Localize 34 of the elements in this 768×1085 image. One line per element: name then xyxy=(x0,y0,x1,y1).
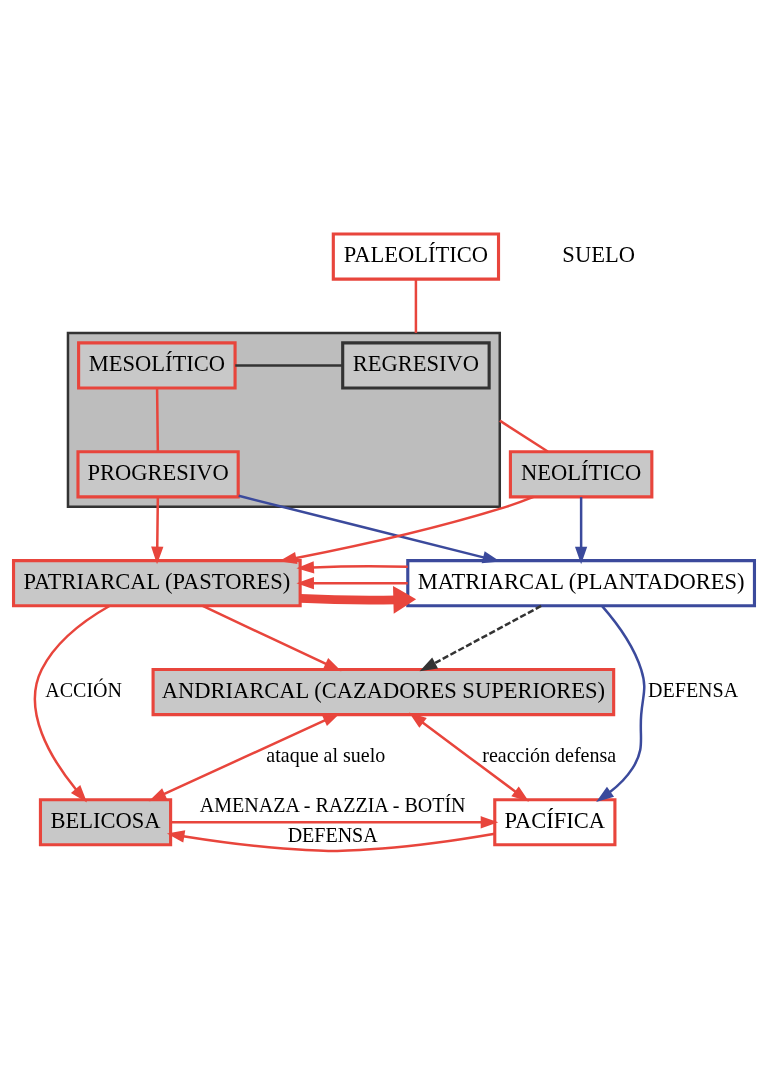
edge-label: DEFENSA xyxy=(287,824,378,847)
edge-label: reacción defensa xyxy=(482,743,617,766)
node-box: PACÍFICA xyxy=(493,798,617,847)
arrow xyxy=(151,497,164,565)
node-box: ANDRIARCAL (CAZADORES SUPERIORES) xyxy=(151,668,616,717)
arrow xyxy=(596,605,646,802)
connector xyxy=(499,419,549,453)
node-box: BELICOSA xyxy=(38,798,173,847)
edge-label: ataque al suelo xyxy=(266,743,386,766)
arrow xyxy=(409,712,530,802)
edge-label: AMENAZA - RAZZIA - BOTÍN xyxy=(199,793,466,816)
node-box: PATRIARCAL (PASTORES) xyxy=(11,559,302,608)
arrow xyxy=(296,577,408,590)
arrow xyxy=(166,830,495,853)
connector xyxy=(155,388,160,452)
arrow xyxy=(574,497,588,565)
arrow xyxy=(202,604,342,672)
node-box: REGRESIVO xyxy=(341,341,491,390)
connector xyxy=(414,279,418,333)
arrow xyxy=(33,604,111,803)
arrow xyxy=(296,561,408,574)
arrow xyxy=(170,816,499,829)
connector xyxy=(235,364,343,367)
cluster xyxy=(66,331,501,509)
edge-label: ACCIÓN xyxy=(45,678,122,701)
arrow xyxy=(419,604,542,672)
arrow xyxy=(299,585,417,614)
node-box: PROGRESIVO xyxy=(76,450,240,499)
node-box: NEOLÍTICO xyxy=(508,450,654,499)
node-box: MATRIARCAL (PLANTADORES) xyxy=(406,559,757,608)
edge-label: DEFENSA xyxy=(648,678,739,701)
node-box: MESOLÍTICO xyxy=(77,341,237,390)
node-box: PALEOLÍTICO xyxy=(331,232,501,281)
label: SUELO xyxy=(562,242,635,268)
